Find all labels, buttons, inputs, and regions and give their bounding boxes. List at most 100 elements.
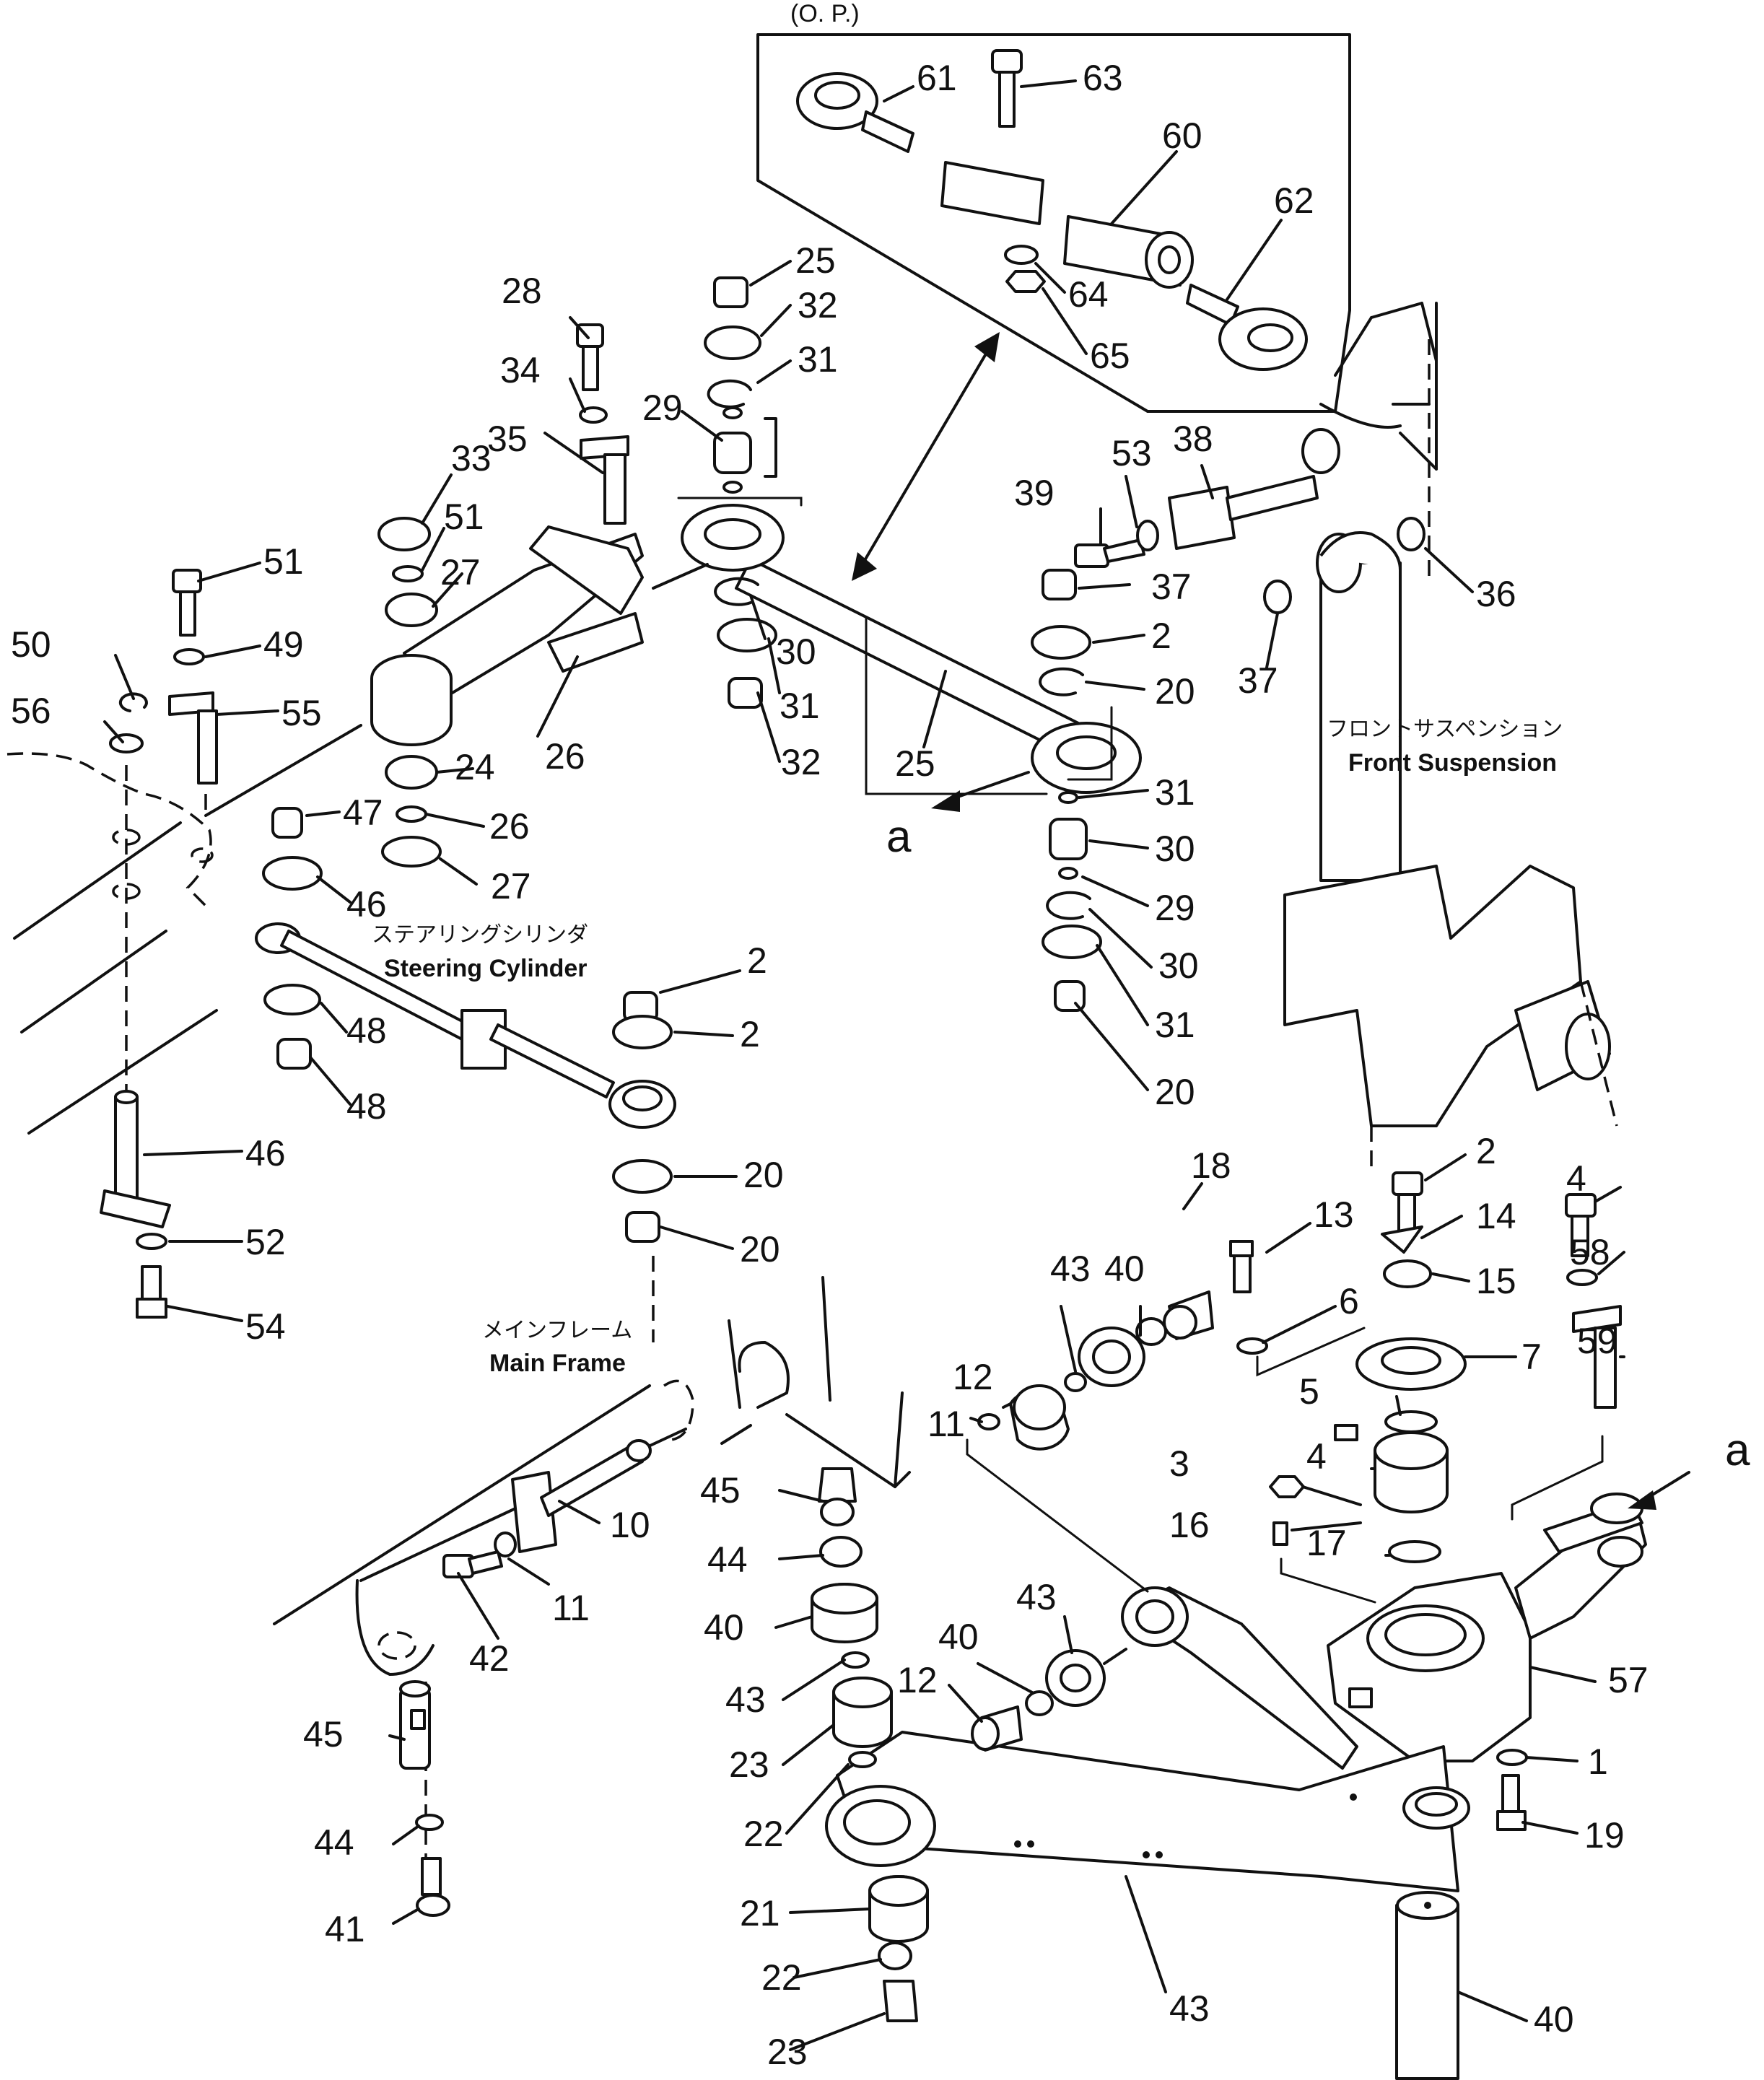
part-callout-33: 33 [451,438,492,479]
part-callout-32: 32 [781,742,821,782]
part-callout-20: 20 [743,1155,784,1195]
part-callout-39: 39 [1014,473,1055,513]
part-callout-17: 17 [1306,1523,1347,1563]
option-label: (O. P.) [790,0,860,27]
option-parts [796,49,1308,371]
part-callout-49: 49 [263,624,304,665]
part-callout-20: 20 [740,1229,780,1270]
part-callout-27: 27 [491,866,531,906]
part-callout-10: 10 [610,1505,650,1545]
part-callout-30: 30 [1155,829,1195,869]
part-callout-31: 31 [798,339,838,380]
part-callout-30: 30 [1158,945,1199,986]
part-callout-31: 31 [1155,1005,1195,1045]
part-callout-2: 2 [1151,616,1171,656]
part-callout-7: 7 [1521,1337,1542,1377]
part-callout-34: 34 [500,350,541,390]
part-callout-63: 63 [1083,58,1123,98]
part-callout-52: 52 [245,1222,286,1262]
part-callout-31: 31 [780,686,820,726]
part-callout-32: 32 [798,285,838,325]
part-callout-40: 40 [938,1617,979,1657]
part-callout-26: 26 [489,806,530,847]
tie-rod-right-joint [1031,569,1102,1012]
part-callout-13: 13 [1314,1194,1354,1235]
part-callout-12: 12 [953,1357,993,1397]
part-callout-48: 48 [346,1010,387,1051]
part-callout-45: 45 [700,1470,741,1511]
part-callout-2: 2 [747,940,767,981]
part-callout-51: 51 [263,541,304,582]
part-callout-15: 15 [1476,1261,1516,1301]
part-callout-50: 50 [11,624,51,665]
part-callout-11: 11 [552,1588,590,1628]
upper-arm-bushings [966,1290,1214,1593]
knuckle [1327,1435,1647,1762]
part-callout-18: 18 [1191,1145,1231,1186]
part-callout-46: 46 [245,1133,286,1174]
pin-52-group [100,1090,171,1319]
part-callout-20: 20 [1155,671,1195,712]
part-callout-40: 40 [1104,1249,1145,1289]
part-callout-47: 47 [343,792,383,833]
front-suspension [1283,302,1618,1169]
part-callout-30: 30 [776,632,816,672]
steering-cylinder-label-jp: ステアリングシリンダ [372,922,588,948]
part-callout-40: 40 [704,1607,744,1648]
detail-ref-a-left: a [886,812,912,862]
part-callout-21: 21 [740,1893,780,1933]
part-callout-48: 48 [346,1086,387,1127]
part-callout-2: 2 [1476,1131,1496,1171]
part-callout-23: 23 [767,2032,808,2072]
part-callout-42: 42 [469,1638,510,1679]
main-frame-label-en: Main Frame [489,1350,626,1377]
part-callout-11: 11 [927,1404,965,1444]
part-callout-62: 62 [1274,180,1314,221]
part-callout-61: 61 [917,58,957,98]
cylinder-rod-end-fittings [612,991,673,1342]
part-callout-55: 55 [281,693,322,733]
part-callout-43: 43 [1016,1577,1057,1617]
option-link-arrow [852,332,1000,581]
part-callout-58: 58 [1570,1232,1610,1272]
part-callout-23: 23 [729,1744,769,1785]
bell-crank [204,517,709,868]
tie-rod-upper-joint [704,276,777,494]
part-callout-54: 54 [245,1306,286,1347]
part-callout-56: 56 [11,691,51,731]
front-suspension-label-jp: フロントサスペンション [1327,717,1563,742]
main-frame-label-jp: メインフレーム [482,1318,632,1343]
part-callout-44: 44 [707,1539,748,1580]
kingpin-stack [1229,1171,1467,1604]
part-callout-25: 25 [795,240,836,281]
part-callout-24: 24 [455,747,495,787]
part-callout-29: 29 [1155,888,1195,928]
front-suspension-label-en: Front Suspension [1348,749,1557,777]
part-callout-60: 60 [1162,115,1202,156]
part-callout-36: 36 [1476,574,1516,614]
part-callout-43: 43 [1169,1988,1210,2029]
lower-arm-pivot-bushings [971,1648,1127,1752]
detail-ref-a-right: a [1725,1425,1750,1475]
leader-lines [103,79,1625,2051]
part-callout-37: 37 [1151,567,1192,607]
part-callout-28: 28 [502,271,542,311]
pin-36-group [1074,428,1425,614]
part-callout-20: 20 [1155,1072,1195,1112]
part-callout-31: 31 [1155,772,1195,813]
part-callout-57: 57 [1608,1660,1649,1700]
part-callout-44: 44 [314,1822,354,1863]
pin-33-group [576,323,629,525]
pin-57-group [1496,1193,1622,1831]
part-callout-25: 25 [895,743,935,784]
steering-cylinder-label-en: Steering Cylinder [384,955,588,982]
part-callout-3: 3 [1169,1443,1189,1484]
part-callout-14: 14 [1476,1196,1516,1236]
part-callout-41: 41 [325,1909,365,1949]
part-callout-22: 22 [761,1957,802,1998]
part-callout-5: 5 [1299,1371,1319,1412]
part-callout-51: 51 [444,497,484,537]
part-callout-19: 19 [1584,1815,1625,1856]
